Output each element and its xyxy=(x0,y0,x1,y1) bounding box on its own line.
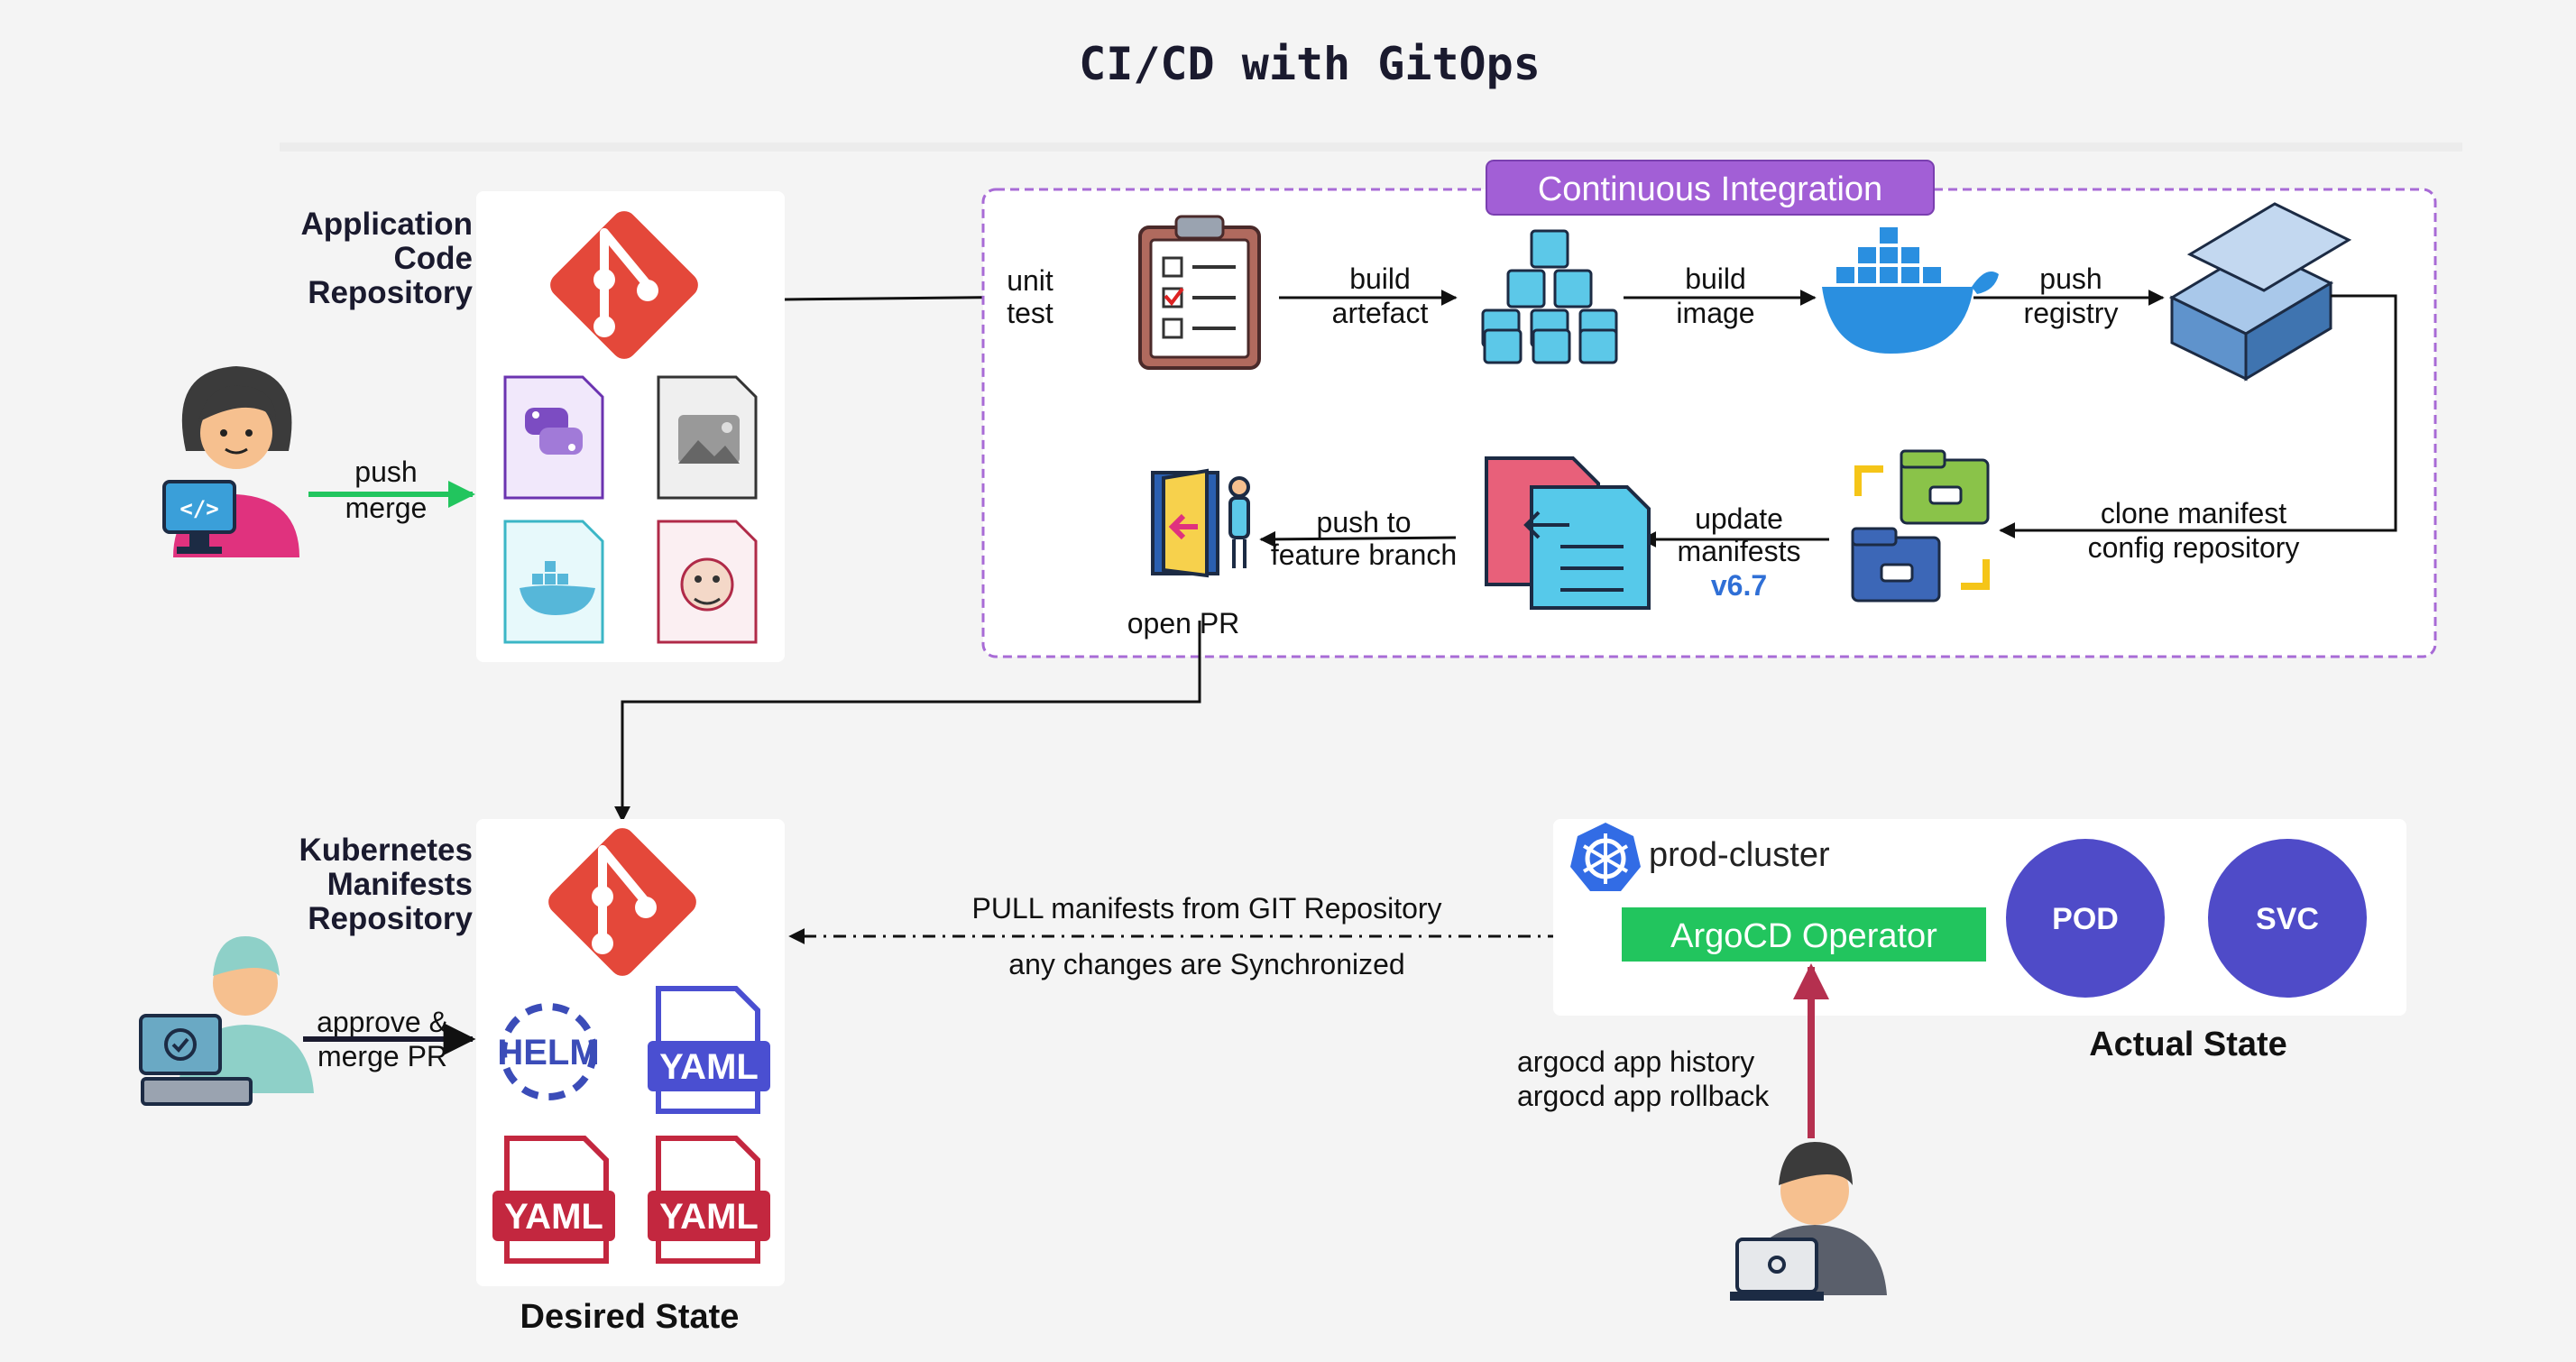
svg-text:build: build xyxy=(1349,262,1411,295)
argocd-operator-box[interactable] xyxy=(1622,907,1986,962)
reviewer-monitor-icon xyxy=(139,1014,253,1106)
page-title: CI/CD with GitOps xyxy=(1079,38,1541,90)
k8s-repo-label: Kubernetes Manifests Repository xyxy=(299,833,473,936)
manifest-version: v6.7 xyxy=(1711,569,1767,602)
ci-badge-label: Continuous Integration xyxy=(1538,170,1882,208)
svg-text:feature branch: feature branch xyxy=(1271,538,1457,571)
ops-commands-label: argocd app history argocd app rollback xyxy=(1517,1045,1770,1112)
pull-manifests-label: PULL manifests from GIT Repository xyxy=(971,892,1441,925)
svg-text:registry: registry xyxy=(2024,297,2119,329)
update-manifests-label: update manifests v6.7 xyxy=(1678,502,1801,602)
pod-label: POD xyxy=(2052,902,2119,936)
clipboard-checklist-icon xyxy=(1138,215,1261,370)
desired-state-label: Desired State xyxy=(520,1298,740,1336)
svg-text:YAML: YAML xyxy=(504,1197,603,1237)
build-artefact-label: build artefact xyxy=(1332,262,1429,329)
docker-whale-icon xyxy=(1822,227,1999,354)
ci-badge xyxy=(1486,160,1935,216)
svg-text:Kubernetes: Kubernetes xyxy=(299,833,473,868)
operator-laptop-icon xyxy=(1730,1238,1824,1301)
yaml-file-icon: YAML xyxy=(492,1136,615,1264)
python-file-icon xyxy=(503,375,604,500)
folder-sync-icon xyxy=(1851,449,1990,603)
svg-text:manifests: manifests xyxy=(1678,535,1801,567)
pod-circle[interactable] xyxy=(2006,839,2165,998)
update-to-pr-arrow xyxy=(1259,530,1457,548)
svg-text:YAML: YAML xyxy=(659,1197,759,1237)
svg-text:update: update xyxy=(1695,502,1783,535)
svg-text:test: test xyxy=(1007,297,1053,329)
yaml-file-icon: YAML xyxy=(648,1136,770,1264)
clone-manifest-label: clone manifest config repository xyxy=(2088,497,2300,564)
jenkinsfile-icon xyxy=(657,520,758,644)
git-logo-icon xyxy=(550,211,698,359)
svg-text:</>: </> xyxy=(179,496,218,521)
svg-text:push: push xyxy=(2039,262,2102,295)
registry-to-clone-arrow xyxy=(1999,294,2397,538)
yaml-file-icon: YAML xyxy=(648,986,770,1114)
svc-circle[interactable] xyxy=(2208,839,2367,998)
svg-text:push: push xyxy=(354,456,417,488)
push-feature-branch-label: push to feature branch xyxy=(1271,506,1457,571)
svg-text:Manifests: Manifests xyxy=(327,867,473,902)
svg-text:image: image xyxy=(1676,297,1754,329)
app-repo-label: Application Code Repository xyxy=(300,207,473,310)
svg-text:Repository: Repository xyxy=(308,901,473,936)
svg-text:push to: push to xyxy=(1317,506,1412,538)
artefact-cubes-icon xyxy=(1481,229,1618,364)
title-divider xyxy=(280,143,2462,152)
svg-text:merge PR: merge PR xyxy=(317,1040,447,1072)
git-logo-icon xyxy=(548,828,696,976)
push-merge-label: push merge xyxy=(345,456,428,524)
developer-laptop-icon: </> xyxy=(162,480,236,554)
helm-icon: HELM xyxy=(497,1003,600,1100)
svg-text:Repository: Repository xyxy=(308,275,473,310)
open-pr-door-icon xyxy=(1151,468,1250,578)
prod-cluster-name: prod-cluster xyxy=(1649,836,1830,874)
approve-merge-label: approve & merge PR xyxy=(317,1006,448,1072)
argocd-operator-label: ArgoCD Operator xyxy=(1670,917,1937,955)
svg-text:Code: Code xyxy=(394,241,474,276)
svg-text:HELM: HELM xyxy=(497,1033,599,1072)
build-image-label: build image xyxy=(1676,262,1754,329)
unit-test-label: unit test xyxy=(1007,264,1053,329)
svg-text:YAML: YAML xyxy=(659,1047,759,1087)
image-file-icon xyxy=(657,375,758,500)
push-registry-label: push registry xyxy=(2024,262,2119,329)
dockerfile-icon xyxy=(503,520,604,644)
svg-text:unit: unit xyxy=(1007,264,1053,297)
svg-text:artefact: artefact xyxy=(1332,297,1429,329)
actual-state-label: Actual State xyxy=(2089,1026,2287,1063)
documents-update-icon xyxy=(1485,456,1651,610)
sync-label: any changes are Synchronized xyxy=(1008,948,1404,980)
kubernetes-icon xyxy=(1570,823,1641,891)
svg-text:clone manifest: clone manifest xyxy=(2101,497,2286,529)
svg-text:build: build xyxy=(1685,262,1746,295)
svg-text:Application: Application xyxy=(300,207,473,242)
container-registry-icon xyxy=(2168,202,2352,382)
svc-label: SVC xyxy=(2256,902,2319,936)
open-pr-label: open PR xyxy=(1127,607,1240,640)
svg-text:approve &: approve & xyxy=(317,1006,448,1038)
pr-to-k8s-repo-arrow xyxy=(614,621,1201,823)
svg-text:config repository: config repository xyxy=(2088,531,2300,564)
svg-text:argocd app history: argocd app history xyxy=(1517,1045,1754,1078)
svg-text:argocd app rollback: argocd app rollback xyxy=(1517,1080,1770,1112)
